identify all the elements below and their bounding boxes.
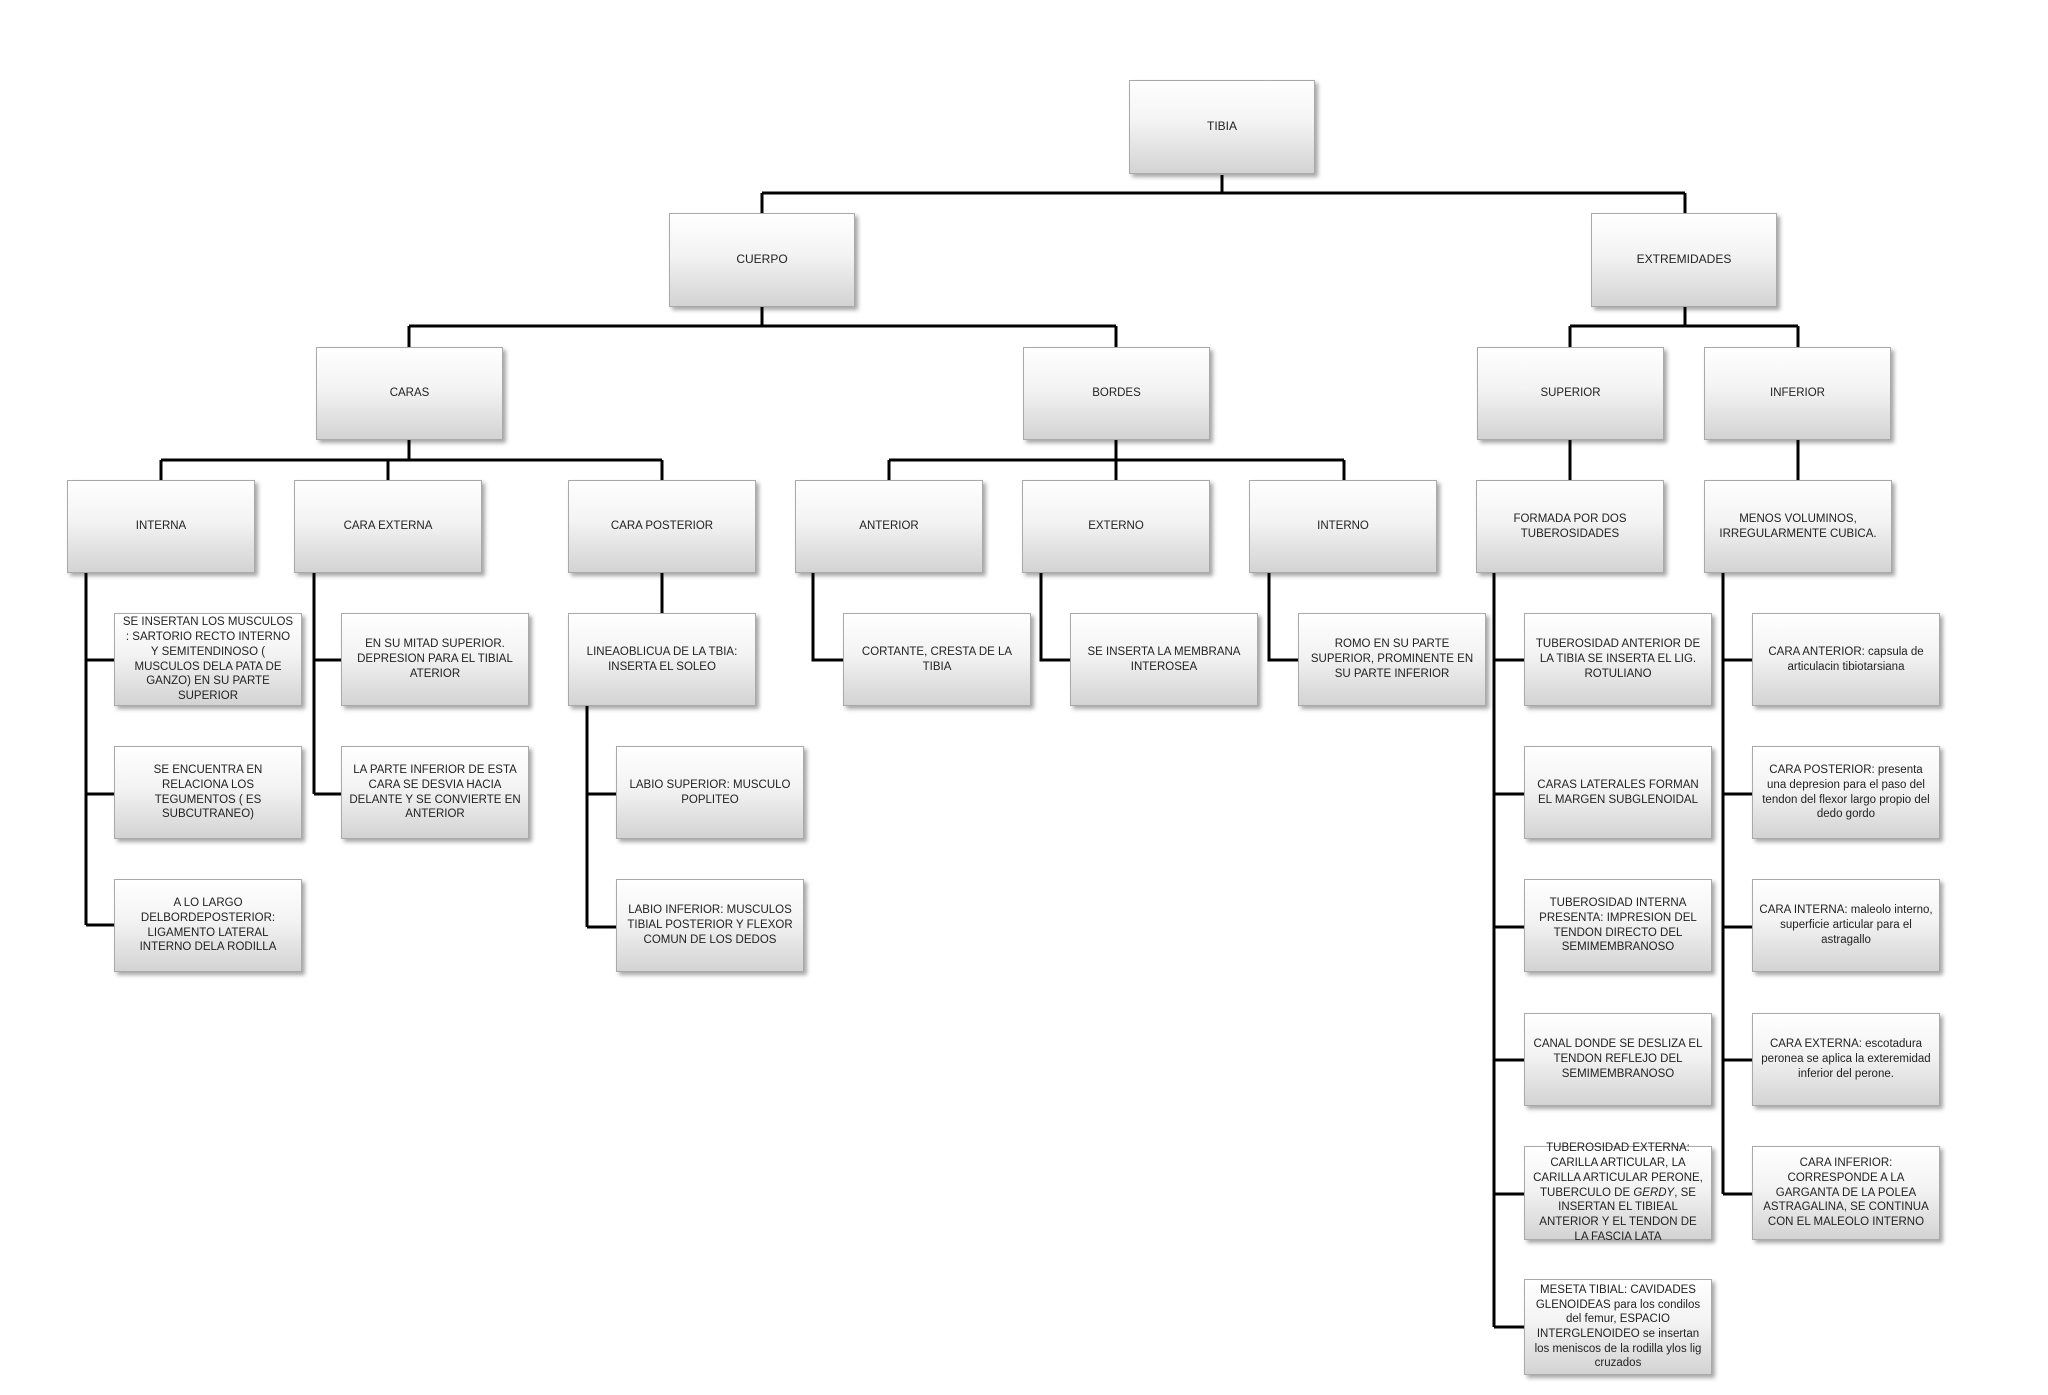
node-externo: EXTERNO [1022, 480, 1210, 573]
node-tibia: TIBIA [1129, 80, 1315, 174]
connector-extremidades [1568, 307, 1800, 347]
node-superior: SUPERIOR [1477, 347, 1664, 440]
connector-interna [84, 573, 114, 927]
connector-cara-posterior [585, 573, 664, 929]
connector-cuerpo [407, 307, 1118, 347]
leaf-superior-2: CARAS LATERALES FORMAN EL MARGEN SUBGLEN… [1524, 746, 1712, 839]
connector-formada [1492, 573, 1524, 1329]
leaf-superior-5-part-a: TUBEROSIDAD EXTERNA: CARILLA ARTICULAR, … [1533, 1142, 1703, 1199]
leaf-superior-5-text: TUBEROSIDAD EXTERNA: CARILLA ARTICULAR, … [1531, 1141, 1705, 1244]
leaf-superior-3: TUBEROSIDAD INTERNA PRESENTA: IMPRESION … [1524, 879, 1712, 972]
node-caras: CARAS [316, 347, 503, 440]
leaf-superior-4: CANAL DONDE SE DESLIZA EL TENDON REFLEJO… [1524, 1013, 1712, 1106]
leaf-interna-1: SE INSERTAN LOS MUSCULOS : SARTORIO RECT… [114, 613, 302, 706]
node-bordes: BORDES [1023, 347, 1210, 440]
node-menos-voluminos: MENOS VOLUMINOS, IRREGULARMENTE CUBICA. [1704, 480, 1892, 573]
leaf-externa-1: EN SU MITAD SUPERIOR. DEPRESION PARA EL … [341, 613, 529, 706]
leaf-posterior-2: LABIO SUPERIOR: MUSCULO POPLITEO [616, 746, 804, 839]
connector-menos-voluminos [1721, 573, 1752, 1196]
leaf-superior-5-part-b: , SE INSERTAN EL TIBIEAL ANTERIOR Y EL T… [1539, 1186, 1697, 1243]
node-anterior: ANTERIOR [795, 480, 983, 573]
leaf-interno-1: ROMO EN SU PARTE SUPERIOR, PROMINENTE EN… [1298, 613, 1486, 706]
connector-cara-externa [312, 573, 341, 796]
leaf-inferior-4: CARA EXTERNA: escotadura peronea se apli… [1752, 1013, 1940, 1106]
leaf-inferior-2: CARA POSTERIOR: presenta una depresion p… [1752, 746, 1940, 839]
leaf-externa-2: LA PARTE INFERIOR DE ESTA CARA SE DESVIA… [341, 746, 529, 839]
leaf-posterior-3: LABIO INFERIOR: MUSCULOS TIBIAL POSTERIO… [616, 879, 804, 972]
connector-externo [1039, 573, 1070, 662]
node-inferior: INFERIOR [1704, 347, 1891, 440]
leaf-inferior-1: CARA ANTERIOR: capsula de articulacin ti… [1752, 613, 1940, 706]
leaf-inferior-5: CARA INFERIOR: CORRESPONDE A LA GARGANTA… [1752, 1146, 1940, 1240]
connector-bordes [887, 440, 1346, 480]
node-cuerpo: CUERPO [669, 213, 855, 307]
leaf-superior-5-gerdy: GERDY [1633, 1186, 1675, 1199]
connector-anterior [811, 573, 843, 662]
leaf-posterior-1: LINEAOBLICUA DE LA TBIA: INSERTA EL SOLE… [568, 613, 756, 706]
leaf-superior-1: TUBEROSIDAD ANTERIOR DE LA TIBIA SE INSE… [1524, 613, 1712, 706]
leaf-interna-2: SE ENCUENTRA EN RELACIONA LOS TEGUMENTOS… [114, 746, 302, 839]
leaf-anterior-1: CORTANTE, CRESTA DE LA TIBIA [843, 613, 1031, 706]
node-formada: FORMADA POR DOS TUBEROSIDADES [1476, 480, 1664, 573]
leaf-interna-3: A LO LARGO DELBORDEPOSTERIOR: LIGAMENTO … [114, 879, 302, 972]
node-interno: INTERNO [1249, 480, 1437, 573]
leaf-superior-6: MESETA TIBIAL: CAVIDADES GLENOIDEAS para… [1524, 1279, 1712, 1375]
node-cara-posterior: CARA POSTERIOR [568, 480, 756, 573]
connector-tibia [760, 175, 1687, 214]
leaf-superior-5: TUBEROSIDAD EXTERNA: CARILLA ARTICULAR, … [1524, 1142, 1712, 1243]
node-cara-externa: CARA EXTERNA [294, 480, 482, 573]
node-interna: INTERNA [67, 480, 255, 573]
leaf-externo-1: SE INSERTA LA MEMBRANA INTEROSEA [1070, 613, 1258, 706]
connector-caras [159, 440, 664, 480]
connector-interno [1267, 573, 1298, 662]
leaf-inferior-3: CARA INTERNA: maleolo interno, superfici… [1752, 879, 1940, 972]
node-extremidades: EXTREMIDADES [1591, 213, 1777, 307]
